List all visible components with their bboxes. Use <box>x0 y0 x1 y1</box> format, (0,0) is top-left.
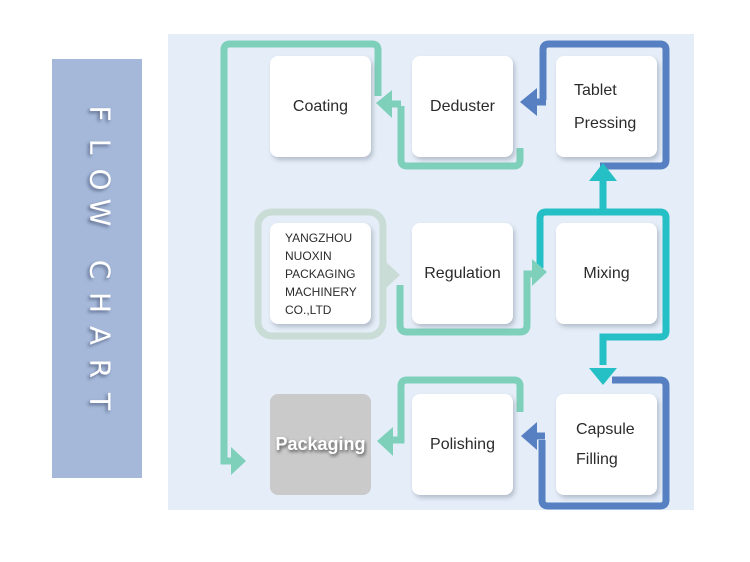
connector-tablet-to-deduster <box>539 40 670 170</box>
company-line: YANGZHOU <box>285 230 353 245</box>
company-line: MACHINERY <box>285 284 357 299</box>
step-capsule-filling-line1: Capsule <box>576 420 635 438</box>
step-deduster-label: Deduster <box>430 97 495 115</box>
flow-chart-title-banner: F L O W C H A R T <box>52 59 142 478</box>
arrow-into-packaging-left <box>231 447 246 475</box>
step-tablet-pressing: Tablet Pressing <box>556 56 657 157</box>
connector-capsule-to-polishing <box>538 376 670 510</box>
arrow-into-polishing <box>521 422 537 450</box>
arrow-into-mixing <box>532 259 547 286</box>
connector-deduster-to-coating <box>397 106 524 170</box>
step-mixing-label: Mixing <box>583 264 630 282</box>
step-capsule-filling: Capsule Filling <box>556 394 657 495</box>
company-name-box: YANGZHOU NUOXIN PACKAGING MACHINERY CO.,… <box>270 223 371 324</box>
connector-mixing-loop <box>536 180 670 365</box>
step-deduster: Deduster <box>412 56 513 157</box>
arrow-into-coating <box>376 90 392 118</box>
arrow-into-deduster <box>520 88 537 116</box>
step-tablet-pressing-line1: Tablet <box>574 81 617 99</box>
step-tablet-pressing-line2: Pressing <box>574 114 637 132</box>
step-coating-label: Coating <box>292 97 349 115</box>
step-packaging: Packaging <box>270 394 371 495</box>
step-polishing-label: Polishing <box>430 435 495 453</box>
arrow-into-packaging-right <box>377 427 393 456</box>
company-line: PACKAGING <box>285 266 356 281</box>
connector-regulation-to-mixing <box>396 270 534 336</box>
step-packaging-label: Packaging <box>275 434 366 454</box>
company-line: NUOXIN <box>285 248 332 263</box>
company-line: CO.,LTD <box>285 302 332 317</box>
step-mixing: Mixing <box>556 223 657 324</box>
step-capsule-filling-line2: Filling <box>576 450 618 468</box>
company-outline <box>254 208 387 340</box>
step-coating: Coating <box>270 56 371 157</box>
arrow-into-capsule-filling <box>589 368 617 385</box>
arrow-into-tablet-pressing <box>589 163 617 181</box>
arrow-company-to-regulation <box>386 262 400 288</box>
connector-polishing-to-packaging <box>392 376 524 444</box>
connector-coating-to-packaging <box>220 40 382 465</box>
step-regulation: Regulation <box>412 223 513 324</box>
step-polishing: Polishing <box>412 394 513 495</box>
step-regulation-label: Regulation <box>424 264 501 282</box>
